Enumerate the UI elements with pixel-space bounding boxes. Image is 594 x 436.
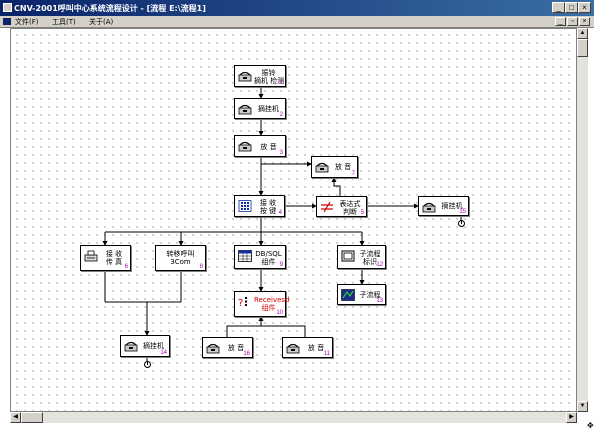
receive-component-icon: ?	[238, 297, 247, 308]
node-label: 放 音	[227, 344, 245, 352]
end-terminal-icon	[144, 361, 151, 368]
node-number: 2	[279, 112, 283, 118]
vertical-scroll-thumb[interactable]	[577, 39, 588, 57]
flow-node-expression[interactable]: 表达式 判断 5	[316, 196, 367, 217]
flow-node-subflow-marker[interactable]: 子流程 标识 12	[337, 245, 386, 269]
flow-node-ring-detect[interactable]: 振铃 摘机 检测 1	[234, 65, 286, 87]
phone-icon	[124, 341, 138, 352]
keypad-icon	[238, 200, 252, 212]
node-label: 摘挂机	[258, 105, 279, 113]
database-icon	[238, 250, 252, 262]
flow-node-receive-component[interactable]: ? Receivesd 组件 10	[234, 291, 290, 317]
mdi-restore-button[interactable]: ▫	[567, 17, 578, 26]
maximize-button[interactable]: □	[565, 2, 578, 13]
phone-icon	[315, 162, 329, 173]
node-label: DB/SQL 组件	[255, 250, 282, 266]
vertical-scrollbar[interactable]: ▲ ▼	[577, 28, 588, 412]
horizontal-scroll-thumb[interactable]	[21, 412, 43, 423]
window-title: CNV-2001呼叫中心系统流程设计 - [流程 E:\流程1]	[14, 4, 206, 13]
phone-icon	[238, 71, 252, 82]
node-label: 放 音	[307, 344, 325, 352]
document-icon[interactable]	[3, 18, 11, 25]
menu-about[interactable]: 关于(A)	[89, 18, 114, 26]
phone-icon	[206, 343, 220, 354]
menu-bar: 文件(F) 工具(T) 关于(A) _ ▫ ×	[0, 16, 594, 28]
node-label: 接 收 传 真	[105, 250, 123, 266]
flow-node-hook-15[interactable]: 摘挂机 15	[418, 196, 469, 216]
node-number: 6	[124, 264, 128, 270]
node-number: 7	[351, 171, 355, 177]
title-bar: CNV-2001呼叫中心系统流程设计 - [流程 E:\流程1] _ □ ×	[0, 0, 594, 16]
node-label: 接 收 按 键	[259, 199, 277, 215]
node-number: 12	[376, 262, 383, 268]
menu-file[interactable]: 文件(F)	[15, 18, 39, 26]
node-number: 13	[376, 298, 383, 304]
minimize-button[interactable]: _	[552, 2, 565, 13]
scroll-right-button[interactable]: ▶	[566, 412, 577, 423]
phone-icon	[238, 141, 252, 152]
node-number: 15	[459, 209, 466, 215]
flow-node-subflow[interactable]: 子流程 13	[337, 284, 386, 305]
svg-text:?: ?	[238, 298, 243, 308]
node-label: Receivesd 组件	[254, 296, 290, 312]
node-number: 3	[279, 150, 283, 156]
node-number: 9	[279, 262, 283, 268]
node-number: 14	[160, 350, 167, 356]
node-label: 表达式 判断	[339, 200, 361, 216]
mdi-close-button[interactable]: ×	[579, 17, 590, 26]
flow-node-receive-keys[interactable]: 接 收 按 键 4	[234, 195, 285, 217]
flow-node-hook[interactable]: 摘挂机 2	[234, 98, 286, 119]
fax-icon	[84, 250, 98, 262]
flow-node-hook-14[interactable]: 摘挂机 14	[120, 335, 170, 357]
node-label: 摘挂机	[441, 202, 463, 210]
phone-icon	[422, 202, 436, 213]
subflow-marker-icon	[341, 250, 355, 262]
flow-node-play-16[interactable]: 放 音 16	[202, 337, 253, 358]
scroll-left-button[interactable]: ◀	[10, 412, 21, 423]
flow-node-play-7[interactable]: 放 音 7	[311, 156, 358, 178]
node-label: 放 音	[260, 143, 277, 151]
scroll-up-button[interactable]: ▲	[577, 28, 588, 39]
menu-tools[interactable]: 工具(T)	[52, 18, 76, 26]
flow-node-play-3[interactable]: 放 音 3	[234, 135, 286, 157]
close-button[interactable]: ×	[578, 2, 591, 13]
subflow-icon	[341, 289, 355, 301]
node-number: 1	[279, 80, 283, 86]
node-number: 11	[323, 351, 330, 357]
expression-icon	[321, 201, 333, 213]
flow-node-play-11[interactable]: 放 音 11	[282, 337, 333, 358]
flow-node-db-sql[interactable]: DB/SQL 组件 9	[234, 245, 286, 269]
flow-node-receive-fax[interactable]: 接 收 传 真 6	[80, 245, 131, 271]
mdi-minimize-button[interactable]: _	[555, 17, 566, 26]
node-number: 5	[360, 210, 364, 216]
node-label: 子流程	[359, 291, 381, 299]
node-label: 摘挂机	[143, 342, 164, 350]
node-number: 16	[243, 351, 250, 357]
node-label: 子流程 标识	[359, 250, 381, 266]
phone-icon	[238, 104, 252, 115]
scroll-down-button[interactable]: ▼	[577, 401, 588, 412]
node-number: 10	[276, 310, 283, 316]
app-icon[interactable]	[3, 3, 12, 12]
flow-node-transfer-call[interactable]: 转移呼叫 3Com 8	[155, 245, 206, 271]
horizontal-scrollbar[interactable]: ◀ ▶	[10, 412, 577, 423]
phone-icon	[286, 343, 300, 354]
end-terminal-icon	[458, 220, 465, 227]
node-label: 振铃 摘机 检测	[254, 69, 285, 85]
node-number: 4	[278, 210, 282, 216]
node-number: 8	[199, 264, 203, 270]
node-label: 转移呼叫 3Com	[166, 250, 195, 266]
move-cursor-icon: ✥	[587, 421, 594, 430]
node-label: 放 音	[334, 163, 352, 171]
flow-canvas[interactable]	[10, 28, 577, 412]
